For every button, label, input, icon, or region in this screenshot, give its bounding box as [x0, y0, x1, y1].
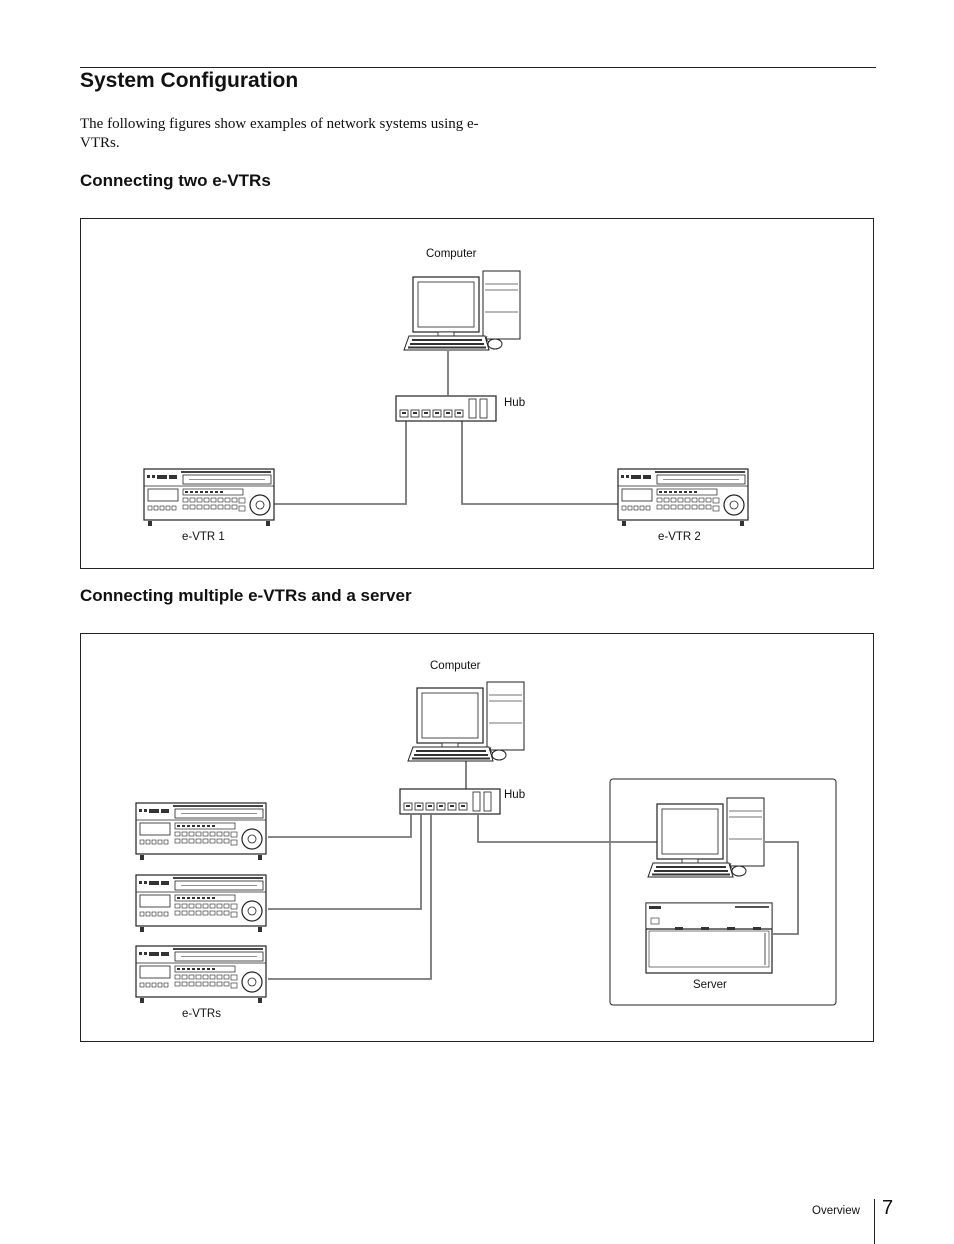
figure-multiple-evtrs-diagram [135, 681, 837, 1006]
page-number: 7 [882, 1197, 894, 1219]
evtr1-label: e-VTR 1 [182, 531, 225, 543]
hub-label: Hub [504, 397, 526, 409]
vtr-icon [135, 945, 267, 1004]
page-title: System Configuration [80, 69, 299, 92]
computer-label: Computer [430, 660, 481, 672]
figure-multiple-evtrs-server: Computer Hub e-VTRs Server [80, 633, 874, 1042]
evtrs-label: e-VTRs [182, 1008, 221, 1020]
footer-divider [874, 1199, 875, 1244]
computer-icon [403, 270, 521, 351]
section1-heading: Connecting two e-VTRs [80, 171, 271, 190]
computer-label: Computer [426, 248, 477, 260]
hub-label: Hub [504, 789, 526, 801]
computer-icon [647, 797, 765, 878]
vtr-icon [135, 802, 267, 861]
vtr-icon [135, 874, 267, 933]
network-cables [268, 758, 799, 980]
section2-heading: Connecting multiple e-VTRs and a server [80, 586, 412, 605]
intro-text: The following figures show examples of n… [80, 116, 479, 151]
vtr-icon [617, 468, 749, 527]
footer-section-label: Overview [812, 1205, 860, 1217]
server-icon [645, 902, 773, 974]
network-cables [273, 351, 619, 505]
server-label: Server [693, 979, 727, 991]
computer-icon [407, 681, 525, 762]
title-rule [80, 67, 876, 68]
figure-two-evtrs-diagram [143, 270, 749, 527]
hub-icon [395, 395, 497, 422]
hub-icon [399, 788, 501, 815]
figure-two-evtrs: Computer Hub e-VTR 1 e-VTR 2 [80, 218, 874, 569]
vtr-icon [143, 468, 275, 527]
evtr2-label: e-VTR 2 [658, 531, 701, 543]
